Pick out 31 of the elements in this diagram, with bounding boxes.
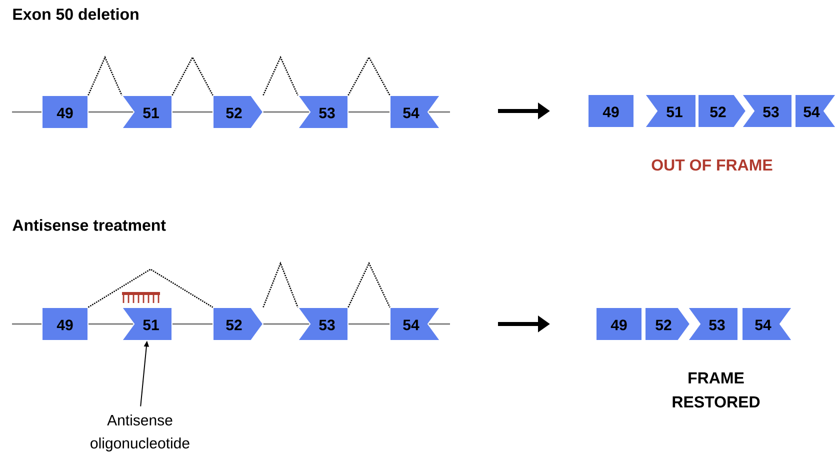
heading: Exon 50 deletion <box>13 8 138 20</box>
exon-box: 54 <box>390 306 441 341</box>
exon-box: 53 <box>297 94 348 129</box>
splice-line <box>172 56 214 96</box>
heading: Antisense treatment <box>12 219 166 231</box>
exon-box: 53 <box>741 94 792 128</box>
exon-box: 51 <box>121 306 172 341</box>
splice-line <box>262 56 298 96</box>
splice-line <box>262 262 298 308</box>
exon-box: 53 <box>297 306 348 341</box>
exon-box: 49 <box>42 94 88 129</box>
splice-line <box>88 268 214 308</box>
splice-line <box>348 56 390 96</box>
exon-box: 51 <box>644 94 696 128</box>
exon-box: 53 <box>687 306 738 341</box>
exon-box: 52 <box>644 306 691 341</box>
exon-box: 49 <box>596 306 642 341</box>
exon-box: 52 <box>212 94 264 129</box>
status-text: OUT OF FRAME <box>652 159 772 171</box>
exon-box: 49 <box>588 94 634 128</box>
exon-box: 51 <box>121 94 172 129</box>
exon-box: 52 <box>212 306 264 341</box>
annotation-text: Antisense oligonucleotide <box>90 414 190 452</box>
splice-line <box>348 262 390 308</box>
status-text: FRAME RESTORED <box>672 372 760 408</box>
exon-box: 54 <box>794 94 836 128</box>
splice-line <box>88 56 122 96</box>
exon-box: 54 <box>390 94 441 129</box>
exon-box: 54 <box>742 306 793 341</box>
exon-box: 52 <box>698 94 747 128</box>
exon-box: 49 <box>42 306 88 341</box>
